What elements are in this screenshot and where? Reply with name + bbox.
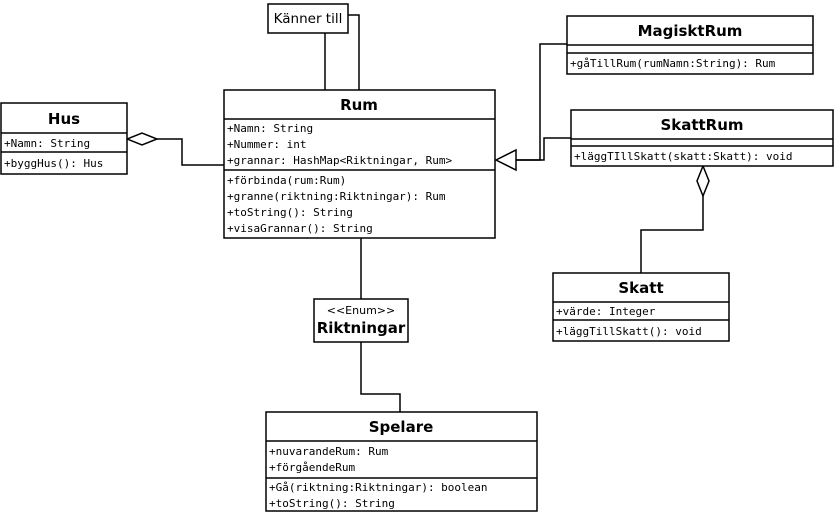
class-name-spelare: Spelare bbox=[369, 418, 434, 436]
magisktrum-generalization-line bbox=[516, 43, 567, 161]
class-spelare: Spelare +nuvarandeRum: Rum +förgåendeRum… bbox=[265, 411, 538, 512]
class-skatt: Skatt +värde: Integer +läggTillSkatt(): … bbox=[552, 272, 730, 342]
class-magisktrum: MagisktRum +gåTillRum(rumNamn:String): R… bbox=[566, 15, 814, 75]
rum-attribute: +Namn: String bbox=[227, 122, 313, 135]
hus-rum-aggregation-line bbox=[157, 138, 224, 166]
rum-method: +granne(riktning:Riktningar): Rum bbox=[227, 190, 446, 203]
riktningar-spelare-line bbox=[360, 342, 401, 412]
class-name-skattrum: SkattRum bbox=[660, 116, 743, 134]
class-name-hus: Hus bbox=[48, 110, 80, 128]
skattrum-generalization-line bbox=[516, 137, 571, 161]
skattrum-method: +läggTIllSkatt(skatt:Skatt): void bbox=[574, 150, 793, 163]
class-rum: Rum +Namn: String +Nummer: int +grannar:… bbox=[223, 89, 496, 239]
aggregation-diamond-icon bbox=[124, 132, 160, 146]
rum-method: +förbinda(rum:Rum) bbox=[227, 174, 346, 187]
class-name-skatt: Skatt bbox=[618, 279, 663, 297]
rum-attribute: +grannar: HashMap<Riktningar, Rum> bbox=[227, 154, 453, 167]
spelare-attribute: +förgåendeRum bbox=[269, 461, 355, 474]
generalization-triangle-icon bbox=[494, 148, 517, 172]
class-skattrum: SkattRum +läggTIllSkatt(skatt:Skatt): vo… bbox=[570, 109, 834, 167]
spelare-method: +Gå(riktning:Riktningar): boolean bbox=[269, 481, 488, 494]
class-name-rum: Rum bbox=[340, 96, 378, 114]
rum-method: +toString(): String bbox=[227, 206, 353, 219]
rum-method: +visaGrannar(): String bbox=[227, 222, 373, 235]
aggregation-diamond-icon-2 bbox=[696, 163, 710, 199]
rum-attribute: +Nummer: int bbox=[227, 138, 306, 151]
spelare-method: +toString(): String bbox=[269, 497, 395, 510]
spelare-attribute: +nuvarandeRum: Rum bbox=[269, 445, 389, 458]
hus-attribute: +Namn: String bbox=[4, 137, 90, 150]
note-label: Känner till bbox=[274, 11, 343, 27]
class-hus: Hus +Namn: String +byggHus(): Hus bbox=[0, 102, 128, 175]
enum-name: Riktningar bbox=[317, 319, 406, 337]
magisktrum-method: +gåTillRum(rumNamn:String): Rum bbox=[570, 57, 776, 70]
note-kanner-till: Känner till bbox=[267, 3, 349, 34]
enum-riktningar: <<Enum>> Riktningar bbox=[313, 298, 409, 343]
skatt-method: +läggTillSkatt(): void bbox=[556, 325, 702, 338]
hus-method: +byggHus(): Hus bbox=[4, 157, 103, 170]
enum-stereotype: <<Enum>> bbox=[327, 304, 395, 317]
class-name-magisktrum: MagisktRum bbox=[638, 22, 743, 40]
note-link-line-2 bbox=[348, 14, 360, 90]
skattrum-skatt-aggregation-line bbox=[640, 196, 704, 273]
skatt-attribute: +värde: Integer bbox=[556, 305, 656, 318]
